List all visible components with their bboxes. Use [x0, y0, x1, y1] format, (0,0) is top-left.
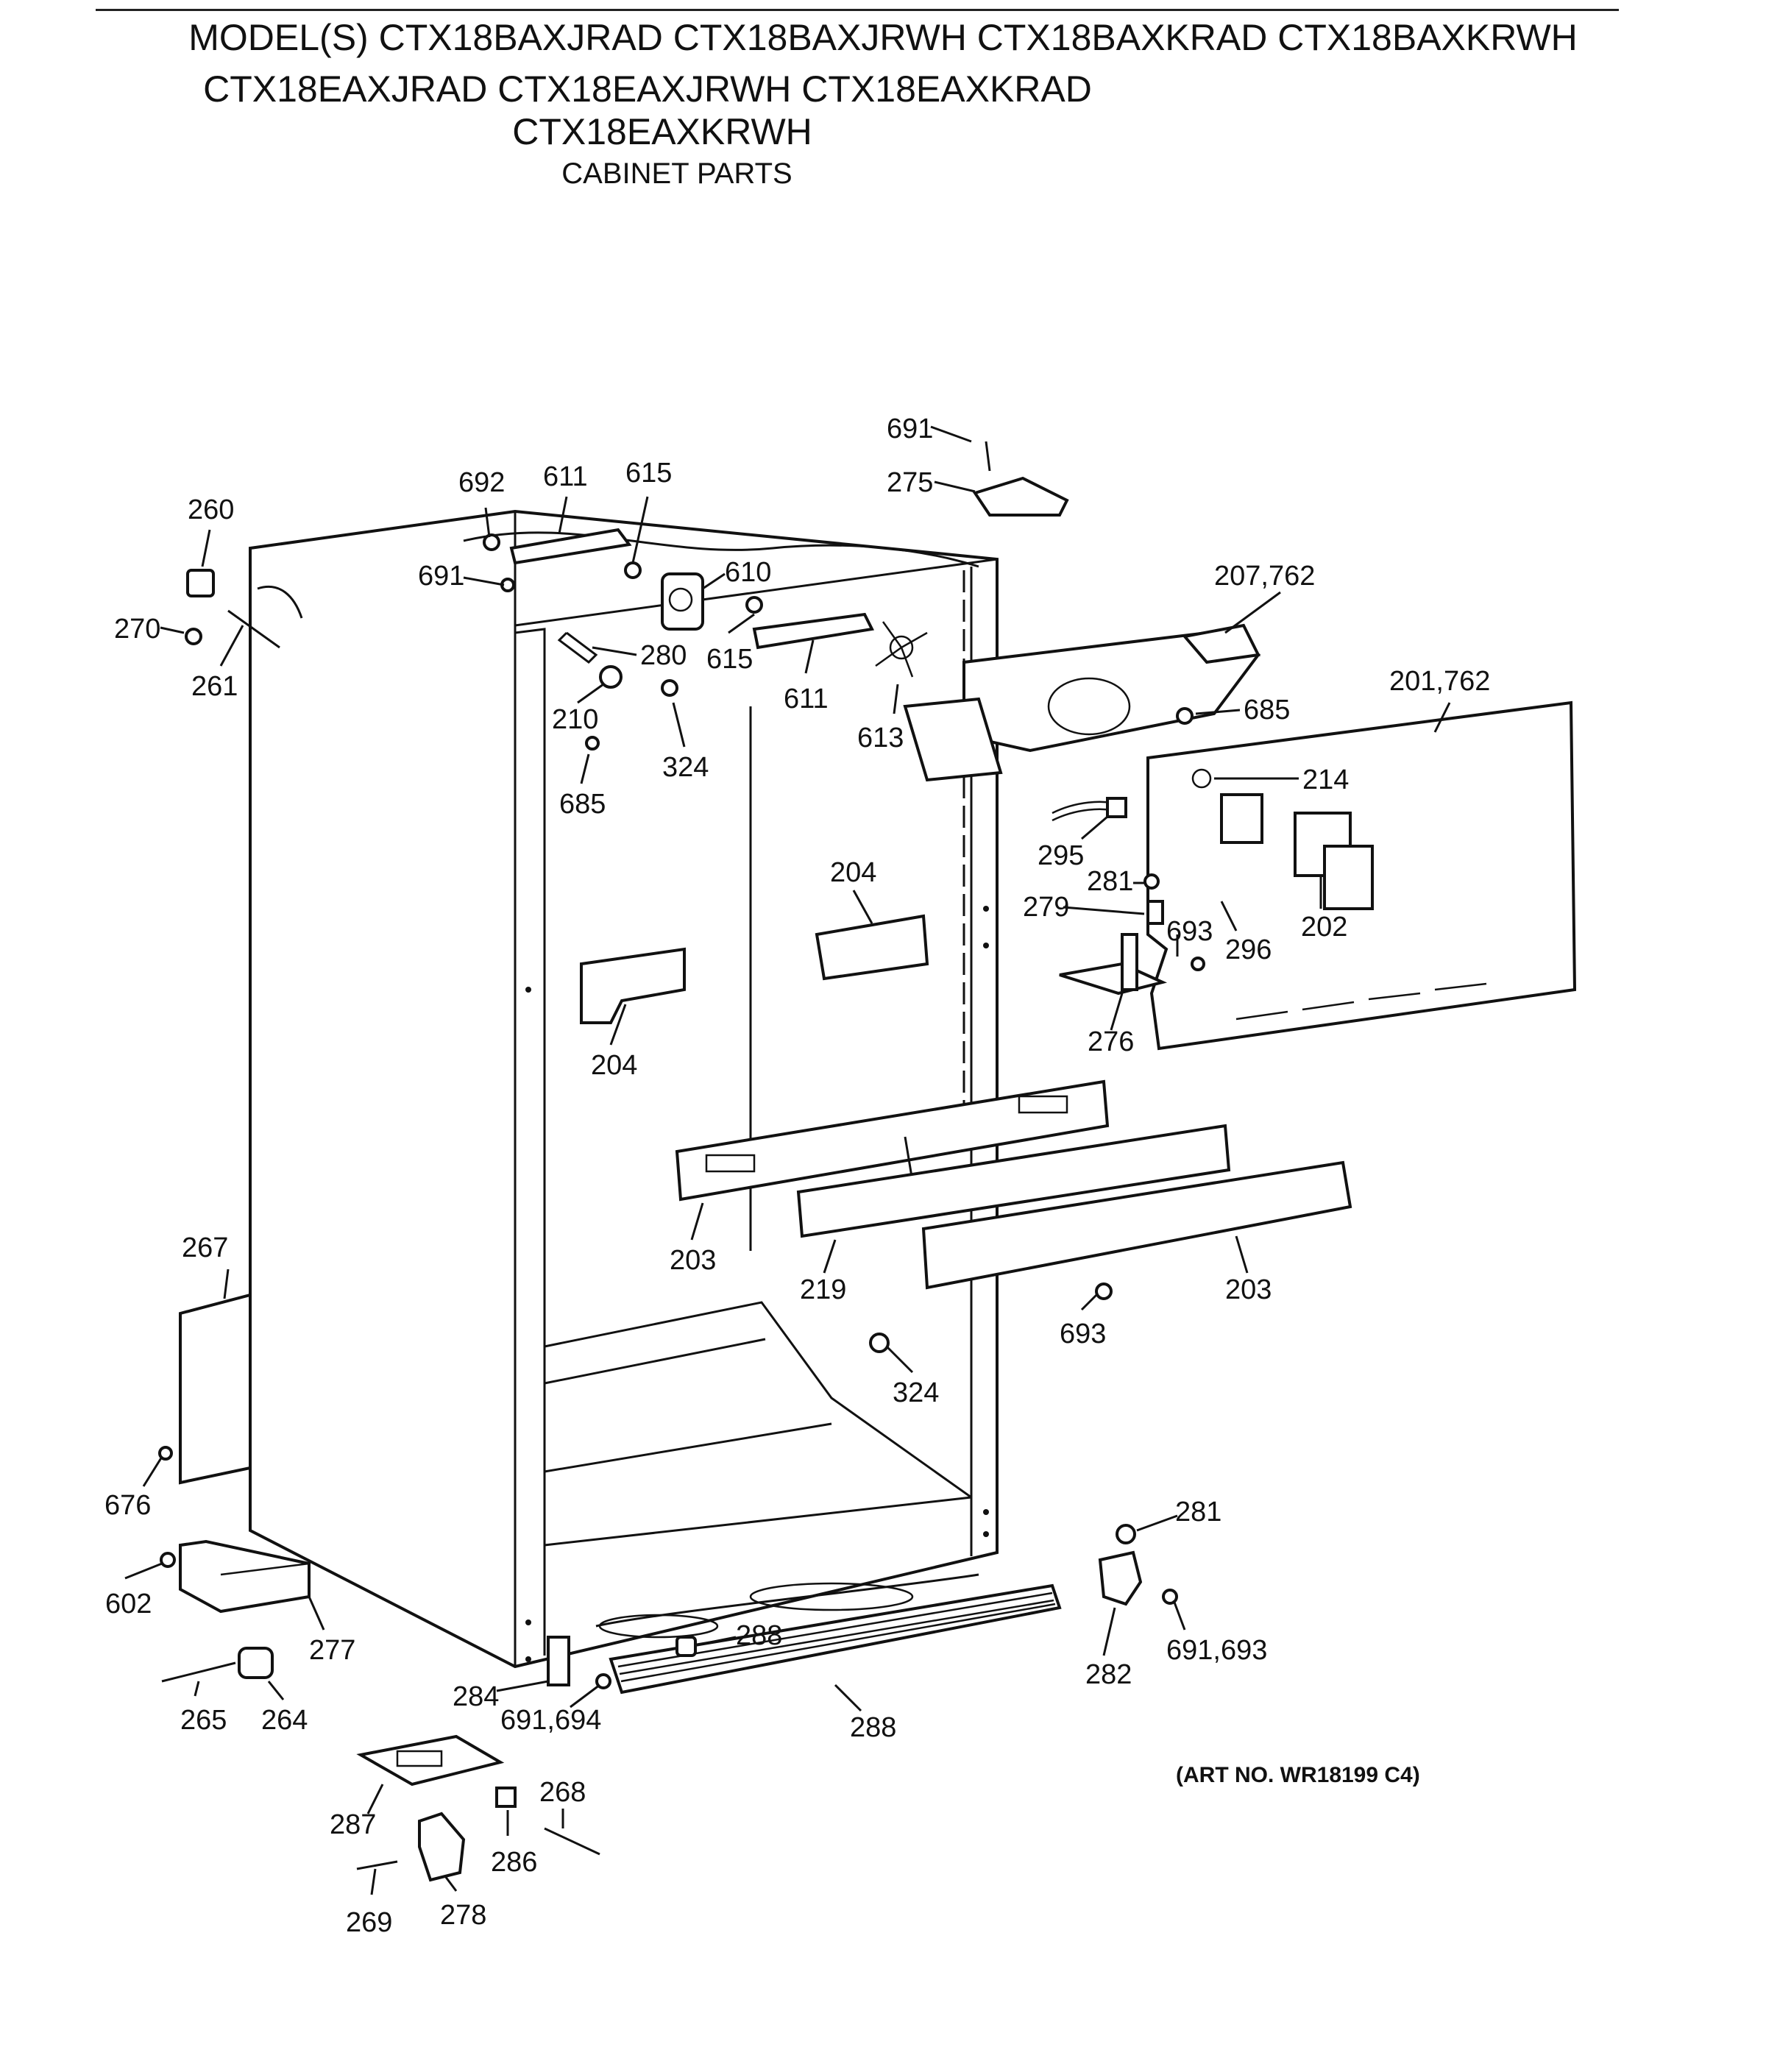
- part-label-201-762: 201,762: [1389, 666, 1490, 697]
- duct-280: [557, 631, 598, 664]
- bracket-611-top: [509, 528, 632, 565]
- part-label-615: 615: [625, 458, 672, 489]
- part-label-691: 691: [418, 561, 464, 592]
- side-panel-267: [179, 1293, 252, 1485]
- part-label-685: 685: [559, 789, 606, 820]
- part-label-691-694: 691,694: [500, 1705, 601, 1736]
- model-list-line-2: CTX18EAXJRAD CTX18EAXJRWH CTX18EAXKRAD: [203, 68, 1092, 110]
- part-label-214: 214: [1302, 764, 1349, 795]
- hardware-286-268-269: [356, 1787, 600, 1870]
- bracket-260-261: [186, 569, 280, 649]
- part-label-204: 204: [830, 857, 876, 888]
- part-label-287: 287: [330, 1809, 376, 1840]
- part-label-692: 692: [458, 467, 505, 498]
- part-label-324: 324: [662, 752, 709, 783]
- part-label-286: 286: [491, 1847, 537, 1878]
- part-label-270: 270: [114, 614, 160, 645]
- part-label-275: 275: [887, 467, 933, 498]
- part-label-296: 296: [1225, 934, 1272, 965]
- part-label-281: 281: [1175, 1497, 1221, 1528]
- part-label-276: 276: [1088, 1026, 1134, 1057]
- part-label-260: 260: [188, 494, 234, 525]
- part-label-269: 269: [346, 1907, 392, 1938]
- grille-288: [609, 1583, 1062, 1695]
- part-label-324: 324: [893, 1377, 939, 1408]
- fan-blade-613: [875, 621, 928, 678]
- part-label-613: 613: [857, 723, 904, 753]
- art-number: (ART NO. WR18199 C4): [1176, 1763, 1420, 1787]
- part-label-615: 615: [706, 644, 753, 675]
- bracket-611-lower: [752, 612, 875, 650]
- model-list-line-1: MODEL(S) CTX18BAXJRAD CTX18BAXJRWH CTX18…: [188, 17, 1578, 58]
- part-label-278: 278: [440, 1900, 486, 1931]
- part-label-219: 219: [800, 1274, 846, 1305]
- part-label-284: 284: [453, 1681, 499, 1712]
- part-label-685: 685: [1244, 695, 1290, 725]
- hinge-275: [972, 441, 1069, 517]
- part-label-204: 204: [591, 1050, 637, 1081]
- bracket-284: [547, 1636, 570, 1686]
- part-label-207-762: 207,762: [1214, 561, 1315, 592]
- part-label-203: 203: [670, 1245, 716, 1276]
- part-label-691: 691: [887, 414, 933, 444]
- fan-housing-207-762: [903, 623, 1261, 782]
- part-label-693: 693: [1060, 1319, 1106, 1349]
- part-label-288: 288: [736, 1620, 782, 1651]
- cabinet-body: [249, 509, 999, 1669]
- fan-motor-610: [661, 572, 704, 631]
- part-label-203: 203: [1225, 1274, 1272, 1305]
- hinge-bracket-204-left: [580, 947, 686, 1024]
- hinge-276: [1059, 933, 1168, 996]
- section-title: CABINET PARTS: [561, 157, 792, 190]
- part-label-693: 693: [1166, 916, 1213, 947]
- thermistor-279: [1146, 900, 1164, 925]
- part-label-279: 279: [1023, 892, 1069, 923]
- crossrail-203-lower: [921, 1160, 1352, 1290]
- part-number-labels: 691 275 692 611 615 260 691 610 207,762 …: [104, 414, 1490, 1938]
- hinge-bracket-204-right: [815, 914, 929, 981]
- part-label-264: 264: [261, 1705, 308, 1736]
- part-label-280: 280: [640, 640, 687, 671]
- part-label-210: 210: [552, 704, 598, 735]
- part-label-282: 282: [1085, 1659, 1132, 1690]
- crossrail-203-upper: [675, 1079, 1110, 1202]
- part-label-261: 261: [191, 671, 238, 702]
- part-label-691-693: 691,693: [1166, 1635, 1267, 1666]
- part-label-268: 268: [539, 1777, 586, 1808]
- model-list-line-3: CTX18EAXKRWH: [512, 111, 812, 152]
- wiring-295: [1052, 797, 1127, 822]
- part-label-676: 676: [104, 1490, 151, 1521]
- clip-288: [675, 1636, 697, 1657]
- part-label-610: 610: [725, 557, 771, 588]
- part-label-295: 295: [1038, 840, 1084, 871]
- fasteners: [158, 533, 1205, 1689]
- part-label-267: 267: [182, 1232, 228, 1263]
- part-label-202: 202: [1301, 912, 1347, 943]
- part-label-281: 281: [1087, 866, 1133, 897]
- part-label-611: 611: [543, 461, 588, 492]
- roller-bracket-278: [418, 1812, 466, 1882]
- rear-panel-201-762: [1146, 700, 1577, 1051]
- mullion-219: [796, 1124, 1231, 1238]
- header-rule: [96, 9, 1619, 11]
- part-label-288: 288: [850, 1712, 896, 1743]
- leader-lines: [124, 425, 1451, 1895]
- roller-axle-265-264: [161, 1647, 274, 1683]
- part-label-277: 277: [309, 1635, 355, 1666]
- part-label-611: 611: [784, 684, 829, 714]
- leveler-282: [1098, 1550, 1143, 1606]
- leg-plate-287: [356, 1734, 505, 1787]
- part-label-265: 265: [180, 1705, 227, 1736]
- part-label-602: 602: [105, 1589, 152, 1619]
